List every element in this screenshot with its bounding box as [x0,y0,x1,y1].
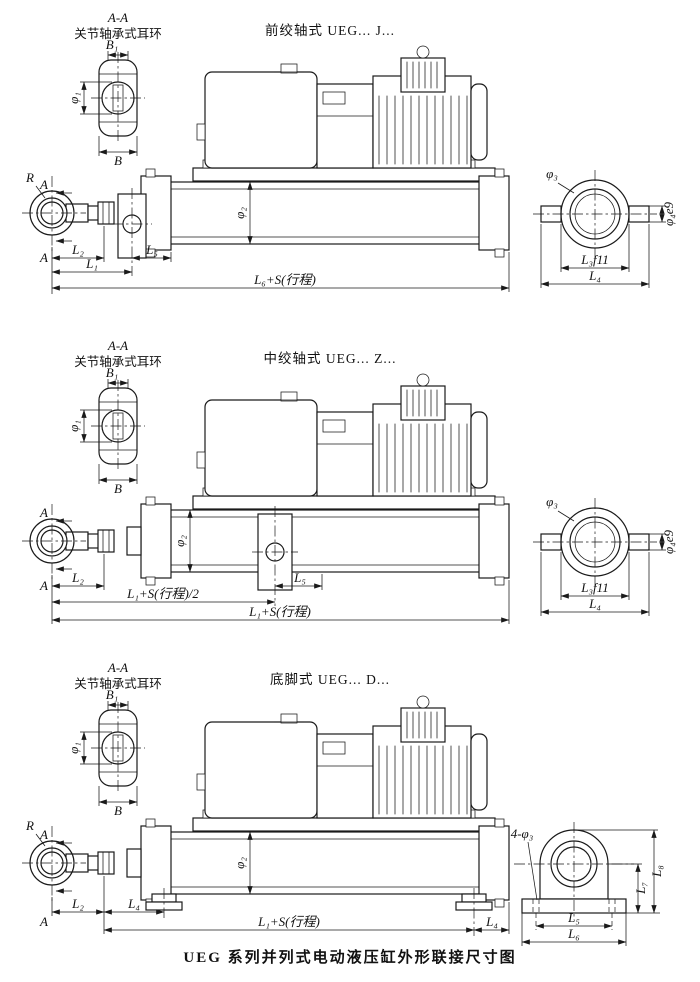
side-view-trunnion: φ₃ φ₄e9 L₃f11 L₄ [532,166,676,288]
detail-view-eyelet: A-A 关节轴承式耳环 B₁ φ₁ B [66,338,162,496]
dim-phi4e9: φ₄e9 [661,202,676,226]
dim-r: R [25,818,34,833]
dim-l4: L₄ [588,268,601,283]
dim-b: B [114,481,122,496]
dim-l4-right: L₄ [485,914,498,929]
side-view-foot-block: 4-φ₃ L₅ L₆ L₇ L₈ [511,821,664,946]
eyelet-section-drawing [90,379,146,473]
dim-phi2: φ₂ [232,857,247,869]
rod-eyelet [21,518,115,564]
dim-l4: L₄ [588,596,601,611]
dim-l3f11: L₃f11 [580,252,608,267]
main-assembly [21,45,510,276]
variant-title: 前绞轴式 UEG... J... [265,22,395,38]
dim-l7: L₇ [633,882,648,895]
dim-l1s: L₁+S(行程) [257,914,320,929]
power-pack [192,695,496,832]
section-mark-a-bottom: A [39,250,48,265]
side-view-trunnion: φ₃ φ₄e9 L₃f11 L₄ [532,494,676,616]
dimensions: R A A L₂ L₅ L₁ L₆+S(行程) φ₂ [25,170,510,294]
dim-phi3: φ₃ [546,494,558,509]
dim-4-phi3: 4-φ₃ [511,826,534,841]
detail-subtitle: 关节轴承式耳环 [74,676,162,691]
drawing-caption: UEG 系列并列式电动液压缸外形联接尺寸图 [183,948,516,966]
detail-section-label: A-A [107,660,128,675]
dimensions: A A L₂ L₅ L₁+S(行程)/2 L₁+S(行程) φ₂ [39,505,510,624]
power-pack [192,45,496,182]
section-mark-a-top: A [39,827,48,842]
detail-view-eyelet: A-A 关节轴承式耳环 B₁ φ₁ B [66,660,162,818]
dim-l2: L₂ [71,896,84,911]
dim-l5: L₅ [293,570,306,585]
cylinder-body [126,168,510,258]
dimensions: R A A L₂ L₄ L₁+S(行程) L₄ φ₂ [25,818,510,934]
cylinder-body [126,818,510,908]
section-mark-a-top: A [39,505,48,520]
detail-section-label: A-A [107,10,128,25]
detail-subtitle: 关节轴承式耳环 [74,26,162,41]
dim-phi1: φ₁ [66,92,81,104]
dim-phi1: φ₁ [66,742,81,754]
power-pack [192,373,496,510]
dim-l2: L₂ [71,570,84,585]
dim-l1: L₁ [85,256,98,271]
trunnion-end-view [532,169,658,259]
dim-phi4e9: φ₄e9 [661,530,676,554]
dim-l8: L₈ [649,865,664,878]
dim-b1: B₁ [106,687,118,702]
section-middle-trunnion: A-A 关节轴承式耳环 B₁ φ₁ B 中绞轴式 UEG... Z... [21,338,676,624]
rod-eyelet [21,190,115,236]
dim-l3f11: L₃f11 [580,580,608,595]
dim-phi2: φ₂ [172,535,187,547]
main-assembly [21,373,510,606]
dim-b1: B₁ [106,365,118,380]
detail-section-label: A-A [107,338,128,353]
dim-phi3: φ₃ [546,166,558,181]
section-mark-a-bottom: A [39,578,48,593]
variant-title: 底脚式 UEG... D... [270,672,390,687]
dim-l1s-half: L₁+S(行程)/2 [126,586,199,601]
dim-l5: L₅ [567,910,580,925]
dim-l4-left: L₄ [127,896,140,911]
section-mark-a-bottom: A [39,914,48,929]
dim-b: B [114,153,122,168]
section-foot-mount: A-A 关节轴承式耳环 B₁ φ₁ B 底脚式 UEG... D... [21,660,664,946]
dim-b1: B₁ [106,37,118,52]
dim-l6: L₆ [567,926,580,941]
dim-l6-stroke: L₆+S(行程) [253,272,316,287]
trunnion-end-view [532,497,658,587]
detail-subtitle: 关节轴承式耳环 [74,354,162,369]
section-mark-a-top: A [39,177,48,192]
rod-eyelet [21,840,115,886]
dim-b: B [114,803,122,818]
dim-l1s: L₁+S(行程) [248,604,311,619]
dim-l5: L₅ [145,242,158,257]
dim-phi1: φ₁ [66,420,81,432]
dim-phi2: φ₂ [232,207,247,219]
dim-r: R [25,170,34,185]
detail-view-eyelet: A-A 关节轴承式耳环 B₁ φ₁ B [66,10,162,168]
dim-l2: L₂ [71,242,84,257]
eyelet-section-drawing [90,701,146,795]
section-front-trunnion: A-A 关节轴承式耳环 B₁ φ₁ B 前绞轴式 UEG... J... [21,10,676,294]
variant-title: 中绞轴式 UEG... Z... [264,350,397,366]
eyelet-section-drawing [90,51,146,145]
